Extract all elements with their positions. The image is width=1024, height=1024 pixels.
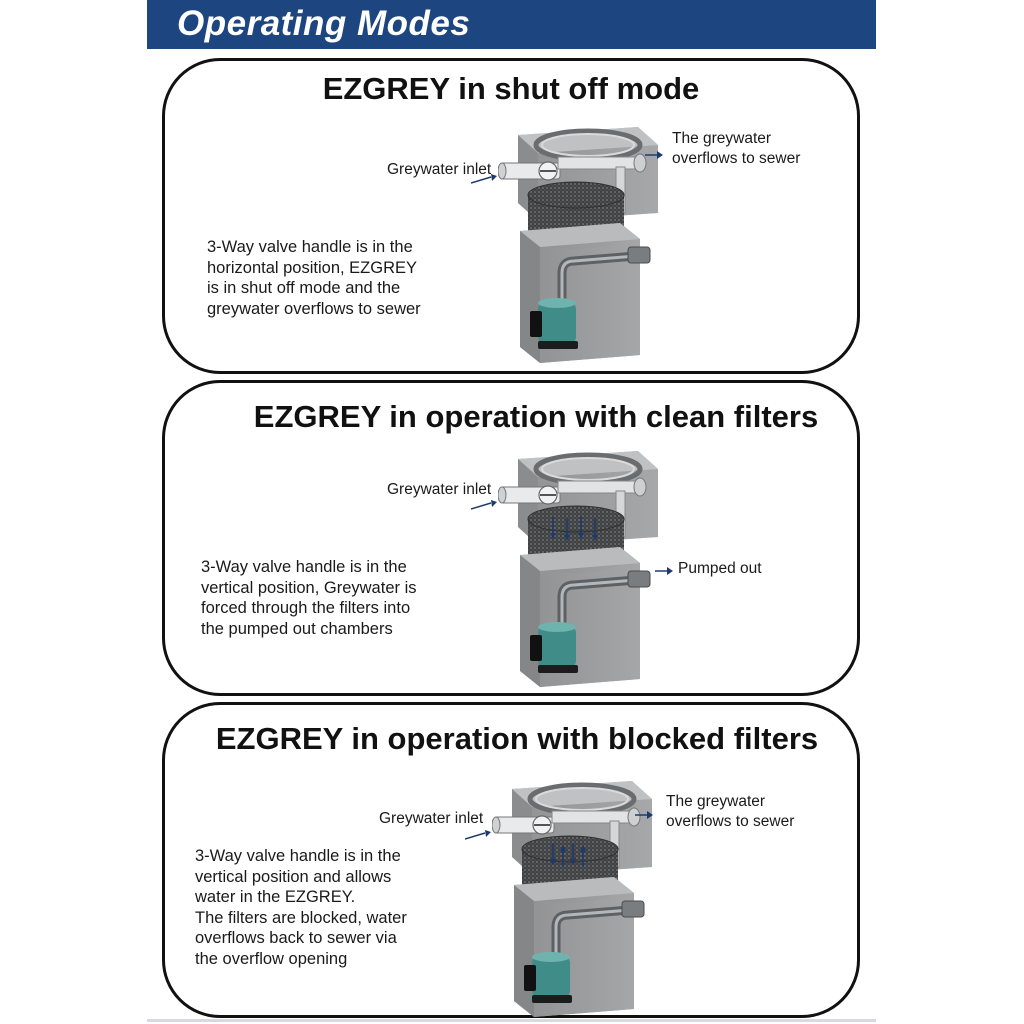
inlet-arrow-icon [471, 499, 498, 510]
mode-description: 3-Way valve handle is in the vertical po… [201, 558, 417, 638]
greywater-inlet-label: Greywater inlet [387, 481, 492, 498]
outlet-label: The greywater overflows to sewer [666, 793, 795, 830]
panel-shut-off-mode: EZGREY in shut off mode Greywater inlet … [162, 58, 860, 374]
ezgrey-unit-illustration [498, 123, 668, 368]
mode-description: 3-Way valve handle is in the vertical po… [195, 847, 407, 968]
mode-description: 3-Way valve handle is in the horizontal … [207, 238, 421, 318]
greywater-inlet-label: Greywater inlet [387, 161, 492, 178]
panel-clean-filters: EZGREY in operation with clean filters G… [162, 380, 860, 696]
panel-title: EZGREY in operation with blocked filters [215, 721, 819, 756]
pumped-out-arrow-icon [655, 566, 674, 576]
page-title: Operating Modes [177, 4, 471, 43]
ezgrey-unit-illustration [498, 447, 668, 692]
outlet-arrow-icon [645, 150, 664, 160]
panel-title: EZGREY in operation with clean filters [253, 399, 819, 434]
panel-blocked-filters: EZGREY in operation with blocked filters… [162, 702, 860, 1018]
panel-title: EZGREY in shut off mode [322, 71, 700, 106]
inlet-arrow-icon [471, 173, 498, 184]
outlet-label: The greywater overflows to sewer [672, 130, 801, 167]
flow-up-down-arrows-icon [550, 843, 587, 868]
flow-down-arrows-icon [550, 517, 599, 542]
header-bar: Operating Modes [147, 0, 876, 49]
bottom-rule [147, 1019, 876, 1022]
outlet-arrow-icon [635, 810, 654, 820]
greywater-inlet-label: Greywater inlet [379, 810, 484, 827]
outlet-label: Pumped out [678, 560, 762, 577]
inlet-arrow-icon [465, 829, 492, 840]
